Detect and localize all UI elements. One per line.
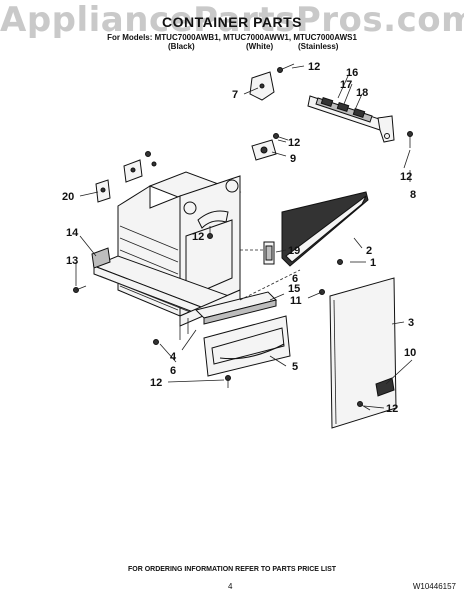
callout-6: 6	[292, 273, 298, 285]
callout-10: 10	[404, 347, 416, 359]
callout-20: 20	[62, 191, 74, 203]
rail-bracket	[249, 71, 275, 101]
callout-12: 12	[308, 61, 320, 73]
callout-15: 15	[288, 283, 300, 295]
slide-rail-assembly	[307, 95, 395, 143]
screw-fasteners	[73, 63, 413, 411]
callout-12: 12	[150, 377, 162, 389]
callout-12: 12	[192, 231, 204, 243]
variant-white: (White)	[246, 42, 274, 51]
slide-bracket	[263, 241, 275, 265]
callout-4: 4	[170, 351, 177, 363]
page-title: CONTAINER PARTS	[162, 14, 302, 30]
callout-6: 6	[170, 365, 176, 377]
hinge-bracket	[95, 159, 143, 203]
door-panel	[329, 277, 397, 429]
callout-8: 8	[410, 189, 416, 201]
document-number: W10446157	[412, 582, 456, 591]
top-trim	[281, 191, 369, 267]
roller-bracket	[251, 139, 277, 161]
callout-13: 13	[66, 255, 78, 267]
callout-19: 19	[288, 245, 300, 257]
variant-black: (Black)	[168, 42, 195, 51]
ordering-info: FOR ORDERING INFORMATION REFER TO PARTS …	[127, 566, 337, 573]
callout-3: 3	[408, 317, 414, 329]
callout-7: 7	[232, 89, 238, 101]
callout-5: 5	[292, 361, 298, 373]
callout-18: 18	[356, 87, 368, 99]
handle-panel	[203, 315, 291, 377]
model-list: For Models: MTUC7000AWB1, MTUC7000AWW1, …	[107, 33, 357, 42]
callout-14: 14	[66, 227, 79, 239]
variant-stainless: (Stainless)	[298, 42, 339, 51]
callout-9: 9	[290, 153, 296, 165]
side-rail	[91, 247, 111, 269]
callout-2: 2	[366, 245, 372, 257]
leader-lines	[75, 65, 413, 409]
container-body	[92, 171, 242, 340]
drawer-bracket	[195, 291, 277, 325]
watermark: AppliancePartsPros.com	[0, 0, 464, 40]
callout-labels: 12 7 16 17 18 12 8 12 9 20 12 14 19 2 13…	[62, 61, 416, 415]
callout-12: 12	[288, 137, 300, 149]
callout-11: 11	[290, 295, 302, 307]
callout-12: 12	[400, 171, 412, 183]
callout-16: 16	[346, 67, 358, 79]
callout-1: 1	[370, 257, 376, 269]
page-number: 4	[228, 582, 233, 591]
callout-17: 17	[340, 79, 352, 91]
callout-12: 12	[386, 403, 398, 415]
